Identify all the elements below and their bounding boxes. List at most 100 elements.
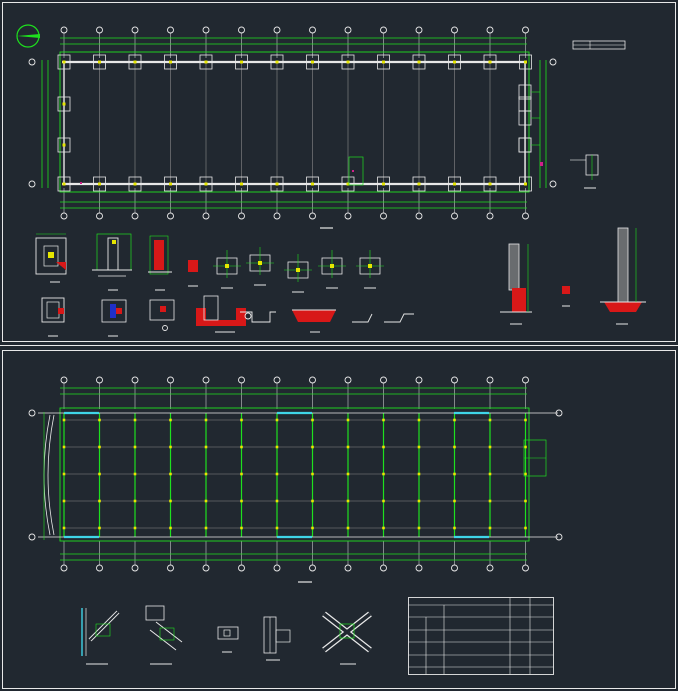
column-footing — [270, 176, 284, 192]
grid-bubble-top — [167, 26, 174, 34]
grid-bubble-bottom — [238, 212, 245, 220]
purlin-connection — [524, 418, 527, 422]
anchor-bolt — [524, 182, 527, 186]
purlin-connection — [204, 445, 208, 449]
column-footing — [412, 54, 426, 70]
grid-bubble-bottom — [415, 212, 423, 220]
purlin-connection — [62, 526, 66, 530]
anchor-bolt — [62, 182, 66, 186]
column-footing — [164, 54, 177, 70]
purlin-connection — [62, 418, 66, 422]
purlin-connection — [133, 418, 137, 422]
grid-bubble-left — [28, 533, 36, 541]
footing-plan-detail — [35, 237, 67, 275]
grid-bubble-top — [415, 26, 423, 34]
column-footing — [448, 176, 461, 192]
column-footing — [270, 54, 284, 70]
anchor-bolt — [98, 60, 101, 64]
column-footing — [57, 137, 71, 153]
anchor-bolt — [275, 182, 279, 186]
column-section-details — [500, 227, 646, 325]
column-footing — [235, 176, 248, 192]
purlin-connection — [488, 499, 492, 503]
purlin-connection — [98, 472, 101, 476]
anchor-bolt — [346, 60, 350, 64]
purlin-connection — [240, 526, 243, 530]
column-footing — [93, 176, 106, 192]
grid-bubble-bottom — [309, 564, 316, 572]
anchor-bolt — [204, 60, 208, 64]
grid-bubble-top — [96, 26, 103, 34]
purlin-connection — [133, 445, 137, 449]
grid-bubble-top — [273, 26, 281, 34]
grid-bubble-top — [451, 376, 458, 384]
purlin-connection — [98, 445, 101, 449]
purlin-connection — [311, 418, 314, 422]
column-footing — [483, 176, 497, 192]
anchor-bolt — [417, 60, 421, 64]
purlin-connection — [346, 526, 350, 530]
purlin-connection — [382, 499, 385, 503]
grid-bubble-top — [380, 376, 387, 384]
grade-beam-section — [196, 308, 246, 326]
purlin-connection — [488, 418, 492, 422]
purlin-connection — [524, 445, 527, 449]
anchor-bolt — [382, 60, 385, 64]
purlin-connection — [346, 445, 350, 449]
purlin-connection — [204, 472, 208, 476]
foundation-plan — [28, 26, 599, 229]
grid-bubble-bottom — [273, 564, 281, 572]
bracing-node-details — [81, 605, 372, 665]
purlin-connection — [275, 472, 279, 476]
purlin-connection — [382, 526, 385, 530]
anchor-bolt — [488, 60, 492, 64]
anchor-bolt — [524, 60, 527, 64]
column-footing — [306, 176, 319, 192]
purlin-connection — [488, 472, 492, 476]
grid-bubble-bottom — [60, 212, 68, 220]
grid-bubble-top — [202, 376, 210, 384]
purlin-connection — [524, 472, 527, 476]
column-footing — [483, 54, 497, 70]
purlin-connection — [417, 472, 421, 476]
grid-bubble-top — [131, 376, 139, 384]
anchor-bolt — [240, 182, 243, 186]
grid-bubble-bottom — [131, 212, 139, 220]
purlin-connection — [275, 418, 279, 422]
purlin-connection — [417, 445, 421, 449]
grid-bubble-bottom — [344, 212, 352, 220]
grid-bubble-bottom — [344, 564, 352, 572]
purlin-connection — [62, 499, 66, 503]
grid-bubble-bottom — [451, 212, 458, 220]
grid-bubble-top — [486, 376, 494, 384]
grid-bubble-bottom — [273, 212, 281, 220]
footing-section-red — [292, 310, 336, 322]
north-arrow-icon — [16, 24, 40, 48]
purlin-connection — [275, 445, 279, 449]
purlin-connection — [311, 526, 314, 530]
purlin-connection — [417, 499, 421, 503]
column-footing — [164, 176, 177, 192]
purlin-connection — [453, 418, 456, 422]
purlin-connection — [169, 418, 172, 422]
purlin-connection — [453, 499, 456, 503]
anchor-bolt — [169, 182, 172, 186]
grid-bubble-top — [96, 376, 103, 384]
grid-bubble-bottom — [96, 564, 103, 572]
purlin-connection — [98, 418, 101, 422]
grid-bubble-bottom — [238, 564, 245, 572]
column-footing — [341, 176, 355, 192]
grid-bubble-top — [60, 376, 68, 384]
grid-bubble-top — [380, 26, 387, 34]
column-footing — [57, 54, 71, 70]
anchor-bolt — [62, 60, 66, 64]
grid-bubble-left — [28, 409, 36, 417]
purlin-connection — [311, 499, 314, 503]
purlin-connection — [240, 472, 243, 476]
column-base-red — [512, 288, 526, 312]
column-hatched — [509, 244, 519, 290]
grid-bubble-bottom — [202, 212, 210, 220]
grid-bubble-bottom — [451, 564, 458, 572]
column-footing — [519, 176, 532, 192]
anchor-bolt — [382, 182, 385, 186]
